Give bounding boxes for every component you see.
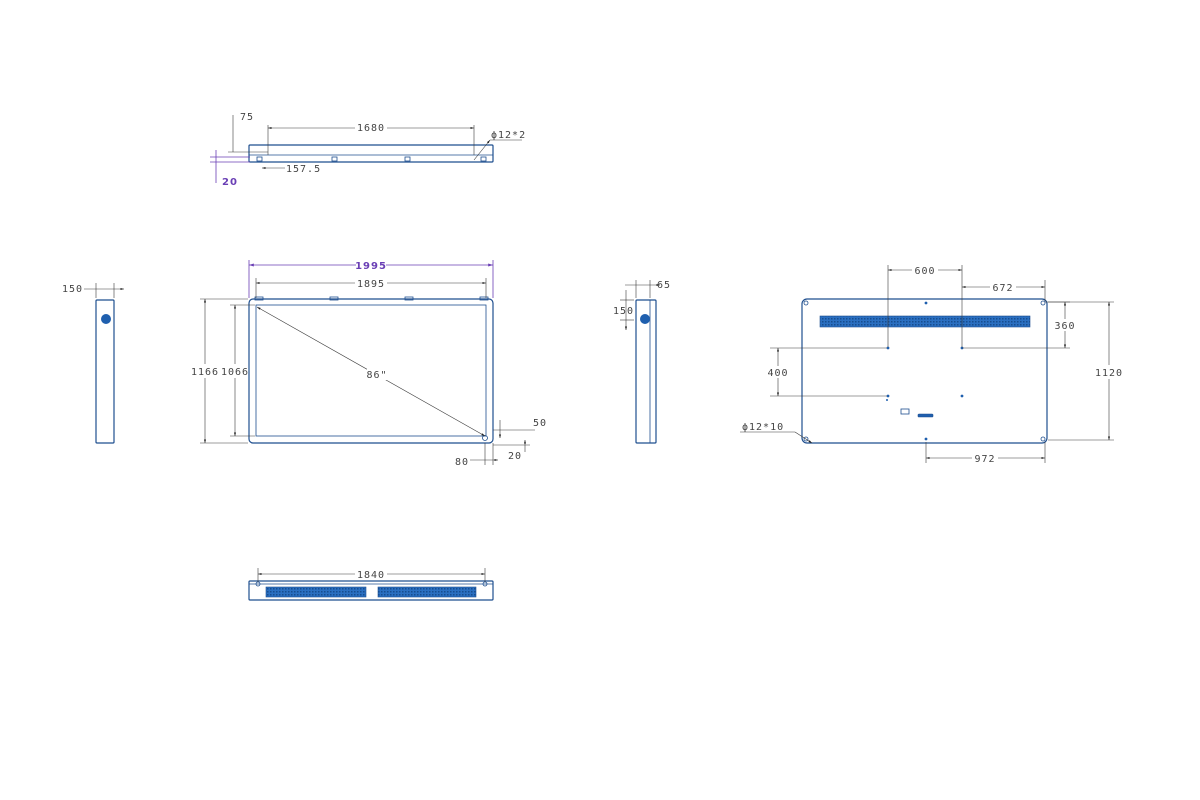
rear-body	[801, 298, 1048, 444]
left-side-body	[95, 299, 115, 444]
right-side-button	[640, 314, 650, 324]
dim-rear-vent-v: 360	[1054, 321, 1075, 332]
right-side-body	[635, 299, 657, 444]
front-bezel	[248, 298, 494, 444]
right-side-view: 65 150	[613, 280, 671, 444]
dim-rear-hole: ϕ12*10	[742, 422, 784, 433]
top-view-body	[248, 144, 494, 163]
dim-right-depth: 65	[657, 280, 671, 291]
dim-top-small: 20	[222, 177, 238, 188]
dim-rear-edge-h: 672	[992, 283, 1013, 294]
dim-top-depth: 75	[240, 112, 254, 123]
rear-vent	[819, 315, 1031, 328]
bracket-mark	[480, 156, 487, 162]
bottom-vent-right	[377, 586, 477, 598]
dim-top-hole: ϕ12*2	[491, 130, 526, 141]
dim-front-screen-width: 1895	[357, 279, 385, 290]
bottom-view: 1840	[248, 568, 494, 601]
dim-front-overall-height: 1166	[191, 367, 219, 378]
dim-front-bezel-top: 50	[533, 418, 547, 429]
dim-front-bezel-side: 80	[455, 457, 469, 468]
rear-view: 600 672 360 400 1120 ϕ12*10 972	[740, 264, 1124, 465]
dim-rear-overall-h: 1120	[1095, 368, 1123, 379]
left-side-button	[101, 314, 111, 324]
bottom-vent-left	[265, 586, 367, 598]
dim-rear-bottom-span: 972	[974, 454, 995, 465]
dim-front-diagonal: 86"	[366, 370, 387, 381]
bottom-body	[248, 580, 494, 601]
dim-top-offset: 157.5	[286, 164, 321, 175]
bracket-mark	[404, 156, 411, 162]
top-view: 1680 75 ϕ12*2 157.5 20	[210, 112, 526, 188]
front-screen	[255, 304, 487, 437]
bracket-mark	[256, 156, 263, 162]
dim-rear-vesa-h: 600	[914, 266, 935, 277]
dim-front-bezel-bottom: 20	[508, 451, 522, 462]
left-side-view: 150	[62, 283, 124, 444]
dim-rear-vesa-v: 400	[767, 368, 788, 379]
rear-port-slot	[917, 413, 934, 418]
dim-left-width: 150	[62, 284, 83, 295]
dim-right-width: 150	[613, 306, 634, 317]
dim-bottom-span: 1840	[357, 570, 385, 581]
front-view: 86" 1995 1895 1166 1066 50 20	[191, 259, 547, 468]
bracket-mark	[331, 156, 338, 162]
dim-front-overall-width: 1995	[355, 261, 387, 272]
rear-port	[900, 408, 910, 415]
dim-top-bracket-span: 1680	[357, 123, 385, 134]
dim-front-screen-height: 1066	[221, 367, 249, 378]
